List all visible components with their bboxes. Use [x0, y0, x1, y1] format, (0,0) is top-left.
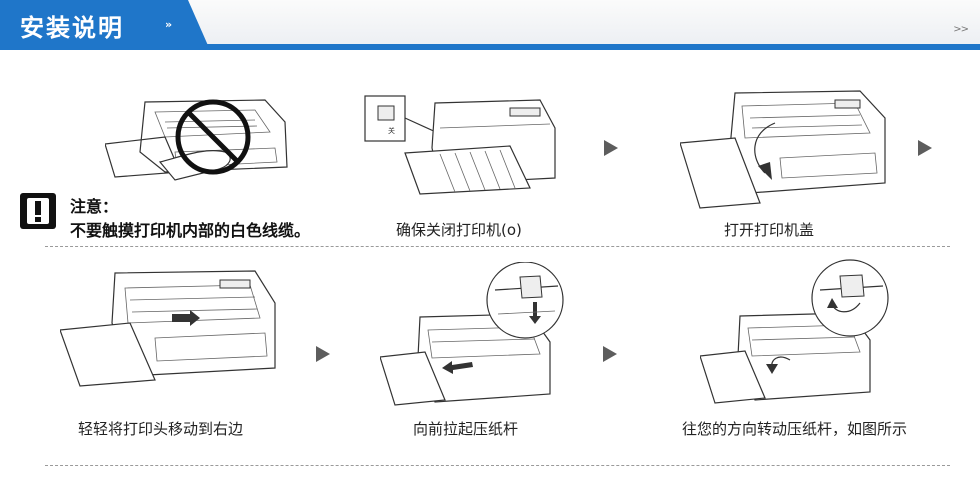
step-2-caption: 打开打印机盖 — [724, 221, 815, 239]
more-link[interactable]: >> — [953, 24, 969, 35]
caution-text: 不要触摸打印机内部的白色线缆。 — [70, 221, 311, 240]
header-accent-line — [0, 44, 980, 50]
row-divider — [45, 246, 950, 247]
step-4-illustration — [379, 261, 580, 414]
switch-label: 关 — [388, 127, 395, 135]
caution-illustration — [104, 92, 300, 196]
next-arrow-icon — [604, 140, 618, 156]
step-3-illustration — [59, 268, 280, 392]
step-3-caption: 轻轻将打印头移动到右边 — [78, 420, 244, 438]
chevron-down-icon[interactable]: » — [165, 18, 173, 31]
step-5-illustration — [699, 258, 900, 412]
next-arrow-icon — [603, 346, 617, 362]
step-5-caption: 往您的方向转动压纸杆，如图所示 — [682, 420, 908, 438]
step-1-illustration: 关 — [360, 88, 580, 202]
caution-title: 注意： — [70, 197, 119, 216]
step-1-caption: 确保关闭打印机(o) — [396, 221, 522, 239]
next-arrow-icon — [316, 346, 330, 362]
bottom-divider — [45, 465, 950, 466]
header-tab — [0, 0, 210, 50]
exclamation-icon — [20, 193, 56, 229]
step-2-illustration — [679, 88, 900, 217]
section-header: 安装说明 » >> — [0, 0, 980, 52]
step-4-caption: 向前拉起压纸杆 — [413, 420, 519, 438]
section-title: 安装说明 — [20, 14, 124, 42]
next-arrow-icon — [918, 140, 932, 156]
